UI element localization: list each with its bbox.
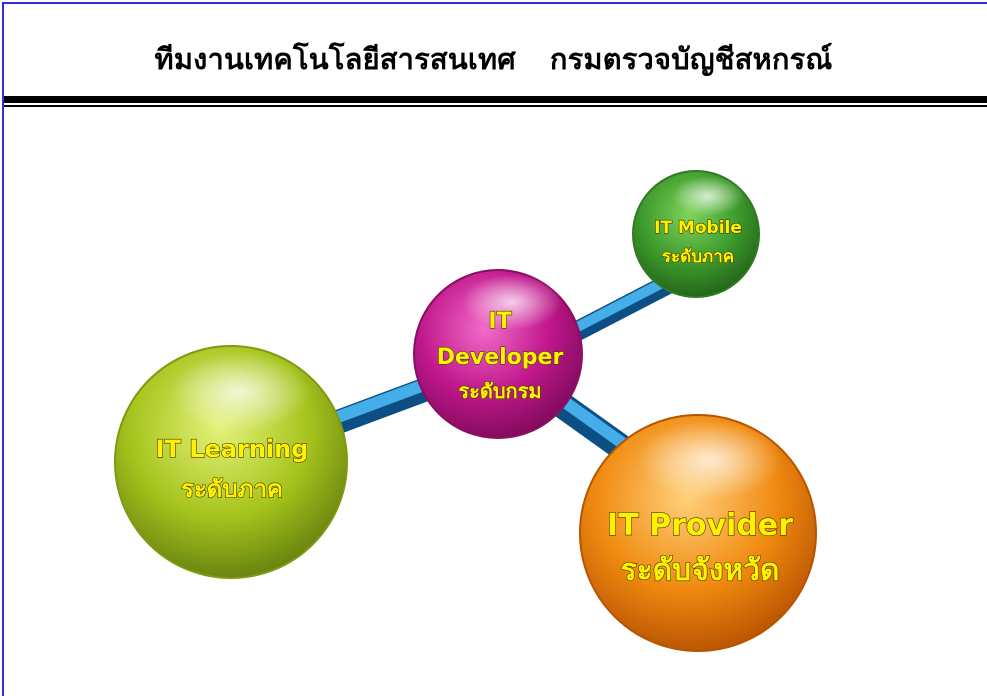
header-rule-thick: [4, 96, 987, 103]
node-it-mobile-level: ระดับภาค: [662, 247, 734, 267]
node-it-provider: IT Provider ระดับจังหวัด: [579, 414, 817, 652]
department-name: กรมตรวจบัญชีสหกรณ์: [549, 42, 833, 76]
node-it-learning-title: IT Learning: [156, 435, 309, 463]
page-title: ทีมงานเทคโนโลยีสารสนเทศ กรมตรวจบัญชีสหกรณ…: [0, 36, 987, 82]
node-it-developer-level: ระดับกรม: [458, 379, 541, 403]
team-name: ทีมงานเทคโนโลยีสารสนเทศ: [154, 42, 516, 76]
node-it-developer-prefix: IT: [488, 309, 511, 334]
header-rule-thin: [4, 105, 987, 107]
node-it-provider-level: ระดับจังหวัด: [620, 553, 779, 588]
node-it-developer-title: Developer: [437, 345, 564, 370]
node-it-learning: IT Learning ระดับภาค: [114, 345, 348, 579]
node-it-learning-level: ระดับภาค: [181, 475, 283, 503]
node-it-mobile: IT Mobile ระดับภาค: [632, 170, 760, 298]
node-it-developer: IT Developer ระดับกรม: [413, 269, 583, 439]
node-it-mobile-title: IT Mobile: [654, 218, 742, 238]
node-it-provider-title: IT Provider: [607, 508, 793, 543]
